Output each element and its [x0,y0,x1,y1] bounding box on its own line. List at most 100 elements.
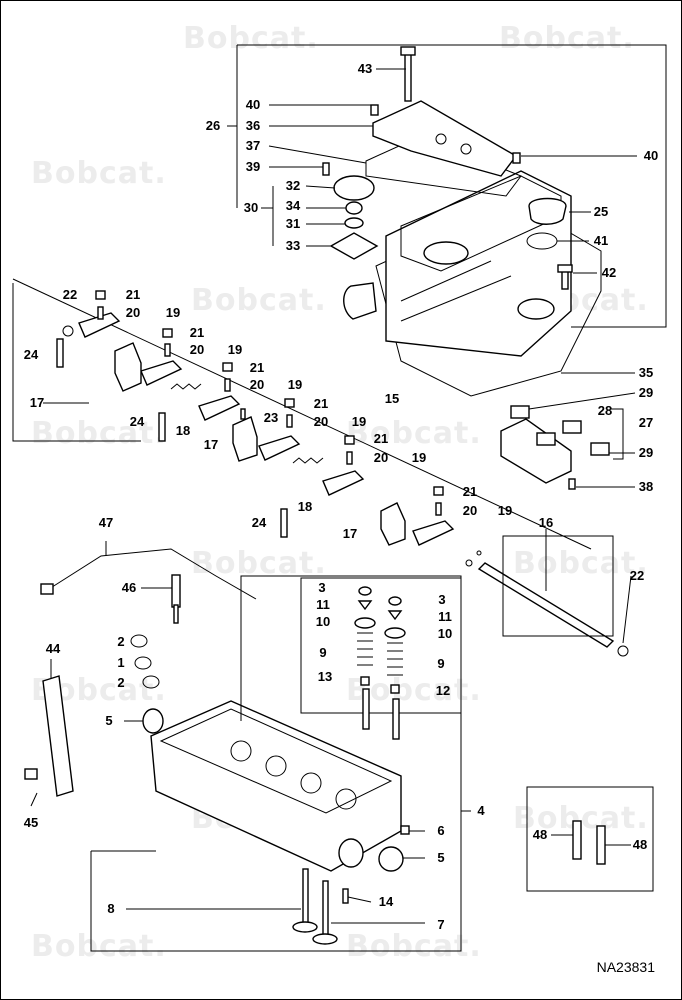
callout-35: 35 [638,365,654,380]
callout-11: 11 [316,597,330,612]
adjusting-screw [346,451,353,465]
valve-cap [388,596,402,606]
support-bolt [158,412,166,442]
valve-seat [265,755,287,777]
valve-guide [362,688,370,730]
callout-20: 20 [189,342,205,357]
port-opening [338,838,364,868]
adjusting-screw [286,414,293,428]
rocker-shaft [477,562,615,648]
watermark: Bobcat. [346,929,482,964]
inset-frame [526,786,654,892]
shaft-frame [502,535,614,637]
dowel-pin [342,888,349,904]
callout-26: 26 [205,118,221,133]
valve-train [300,577,462,740]
screw [568,478,576,490]
callout-20: 20 [373,450,389,465]
callout-46: 46 [121,580,137,595]
callout-37: 37 [245,138,261,153]
callout-38: 38 [638,479,654,494]
valve-seal [390,684,400,694]
cap-plug [142,708,164,734]
valve-head [312,933,338,945]
lock-nut [344,435,355,445]
plate-kit [500,405,624,490]
long-bolt-head [400,46,416,56]
glow-plug-harness [48,548,257,600]
watermark: Bobcat. [31,156,167,191]
pin [240,408,246,420]
callout-19: 19 [287,377,303,392]
lift-bracket [42,675,74,797]
valve-guide [572,820,582,860]
bracket-26 [237,44,667,328]
callout-22: 22 [629,568,645,583]
cap-plug [378,846,404,872]
rocker-arm [140,360,183,386]
shaft-plug [465,559,473,567]
valve-cap [358,586,372,596]
callout-11: 11 [438,609,452,624]
callout-36: 36 [245,118,261,133]
bracket-4 [90,575,462,952]
shaft-ball [476,550,482,556]
rocker-arm [322,470,365,496]
bolt-head [557,264,573,273]
snap-ring [617,645,629,657]
callout-5: 5 [437,850,445,865]
callout-33: 33 [285,238,301,253]
watermark: Bobcat. [31,416,167,451]
valve-spring [357,632,373,666]
breather-cover [333,175,375,201]
callout-21: 21 [462,484,478,499]
leader-lines [30,68,636,924]
head-bracket [90,575,471,952]
callout-31: 31 [285,216,301,231]
callout-21: 21 [189,325,205,340]
callout-7: 7 [437,917,445,932]
callout-20: 20 [462,503,478,518]
callout-19: 19 [351,414,367,429]
reference-brackets [227,44,667,328]
valve-stem [322,880,329,937]
callout-29: 29 [638,385,654,400]
callout-16: 16 [538,515,554,530]
callout-21: 21 [125,287,141,302]
callout-47: 47 [98,515,114,530]
callout-18: 18 [175,423,191,438]
callout-21: 21 [313,396,329,411]
adjusting-screw [224,378,231,392]
adjusting-screw [97,306,104,320]
support-bolt [56,338,64,368]
callout-17: 17 [203,437,219,452]
cover-rib [400,260,492,302]
pad [590,442,610,456]
watermark: Bobcat. [183,21,319,56]
valve-guide [596,825,606,865]
rocker-support [232,416,258,462]
rocker-arm [198,395,241,421]
watermark: Bobcat. [31,929,167,964]
bracket-27 [611,408,624,460]
callout-20: 20 [125,305,141,320]
lock-nut [222,362,233,372]
callout-9: 9 [319,645,327,660]
callout-12: 12 [435,683,451,698]
callout-23: 23 [263,410,279,425]
cover-plate [372,100,518,177]
washer [130,634,148,648]
cover-rib [400,275,512,322]
rocker-arm [258,435,301,461]
spring-retainer [384,627,406,639]
lock-nut [162,328,173,338]
callout-25: 25 [593,204,609,219]
rocker-spring [292,457,324,464]
rocker-arm-assembly [12,278,629,657]
callout-8: 8 [107,901,115,916]
adjusting-screw [164,343,171,357]
breather-washer [344,217,364,229]
valve-seat [335,788,357,810]
